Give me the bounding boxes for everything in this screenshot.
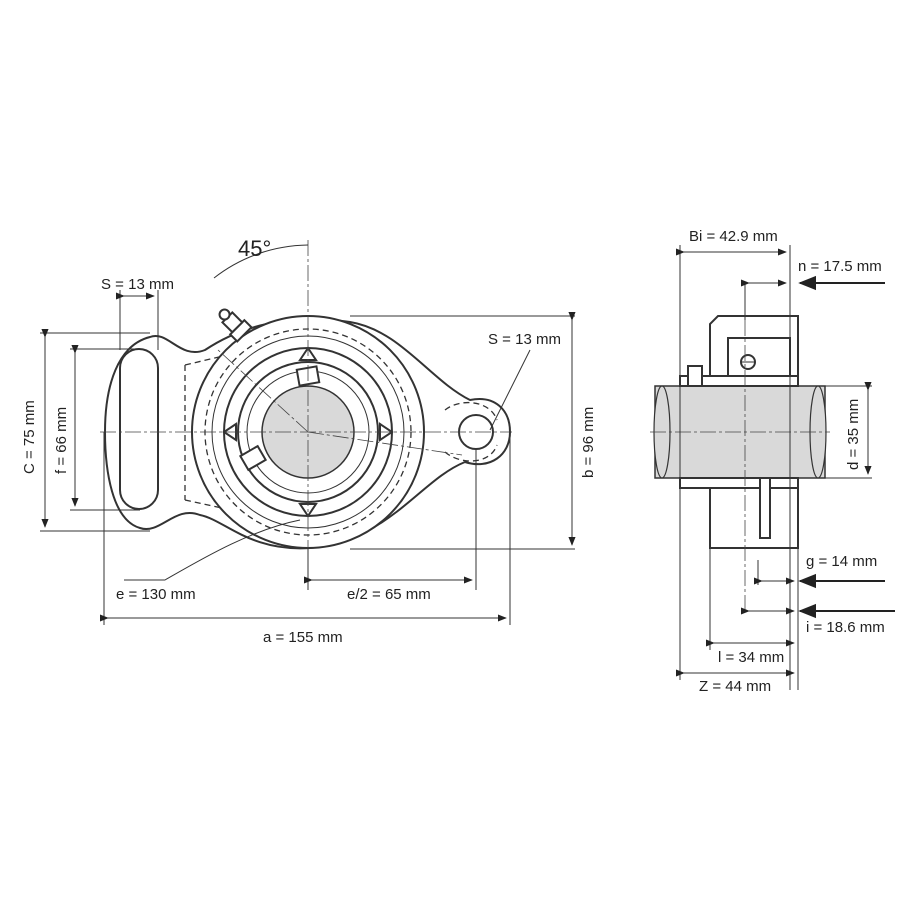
a-label: a = 155 mm	[263, 629, 343, 646]
e-label: e = 130 mm	[116, 586, 196, 603]
f-label: f = 66 mm	[53, 407, 70, 474]
e-half-label: e/2 = 65 mm	[347, 586, 431, 603]
bi-label: Bi = 42.9 mm	[689, 228, 778, 245]
b-label: b = 96 mm	[580, 407, 597, 478]
left-bolt-slot	[119, 348, 159, 510]
i-label: i = 18.6 mm	[806, 619, 885, 636]
c-label: C = 75 mm	[21, 400, 38, 474]
z-label: Z = 44 mm	[699, 678, 771, 695]
g-label: g = 14 mm	[806, 553, 877, 570]
side-view: Bi = 42.9 mm n = 17.5 mm d = 35 mm g = 1…	[650, 228, 895, 695]
n-label: n = 17.5 mm	[798, 258, 882, 275]
grease-nipple	[218, 308, 253, 343]
d-label: d = 35 mm	[845, 399, 862, 470]
l-label: l = 34 mm	[718, 649, 784, 666]
s-top-label: S = 13 mm	[101, 276, 174, 293]
front-view: 45° S = 13 mm S = 13 mm C = 75 mm f = 66…	[21, 236, 597, 646]
s-right-label: S = 13 mm	[488, 331, 561, 348]
angle-label: 45°	[238, 236, 271, 261]
